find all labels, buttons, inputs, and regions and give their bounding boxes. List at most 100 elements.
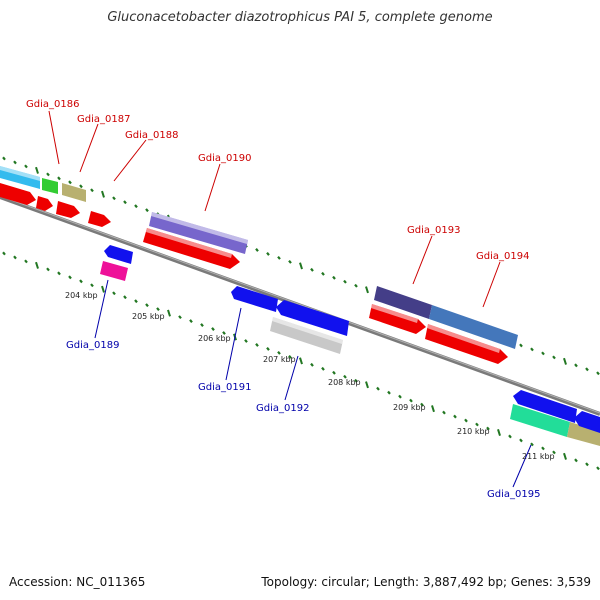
tick-mark-lower <box>563 452 567 460</box>
tick-mark-upper <box>354 283 358 288</box>
tick-mark-lower <box>354 378 358 383</box>
tick-mark-lower <box>398 394 402 399</box>
tick-mark-upper <box>79 184 83 189</box>
tick-mark-lower <box>486 426 490 431</box>
cog-bar-green[interactable] <box>42 178 58 194</box>
tick-mark-lower <box>101 285 105 293</box>
forward-gene-labels: Gdia_0186 Gdia_0187 Gdia_0188 Gdia_0190 … <box>26 99 529 262</box>
tick-mark-upper <box>343 279 347 284</box>
tick-mark-lower <box>596 466 600 471</box>
tick-mark-lower <box>255 343 259 347</box>
tick-mark-lower <box>376 386 380 391</box>
tick-mark-lower <box>541 446 545 451</box>
label-gdia-0189[interactable]: Gdia_0189 <box>66 340 119 351</box>
tick-mark-lower <box>585 462 589 467</box>
reverse-gene-labels: Gdia_0189 Gdia_0191 Gdia_0192 Gdia_0195 <box>66 340 540 500</box>
tick-mark-lower <box>321 366 325 371</box>
tick-mark-lower <box>299 357 303 365</box>
scale-label-208: 208 kbp <box>328 378 361 387</box>
bar-shading <box>0 166 500 353</box>
scale-label-205: 205 kbp <box>132 312 165 321</box>
tick-mark-upper <box>134 204 138 209</box>
tick-mark-lower <box>2 251 6 256</box>
cog-bar-teal[interactable] <box>510 404 570 437</box>
tick-mark-lower <box>332 370 336 375</box>
tick-mark-lower <box>420 402 424 407</box>
tick-mark-lower <box>35 261 39 269</box>
tick-mark-upper <box>101 190 105 198</box>
tick-mark-upper <box>35 166 39 174</box>
cog-bar-steelblue[interactable] <box>429 305 518 349</box>
tick-mark-lower <box>497 428 501 436</box>
label-gdia-0188[interactable]: Gdia_0188 <box>125 130 178 141</box>
scale-label-210: 210 kbp <box>457 427 490 436</box>
tick-mark-upper <box>68 180 72 185</box>
tick-mark-lower <box>310 362 314 367</box>
scale-labels: 204 kbp 205 kbp 206 kbp 207 kbp 208 kbp … <box>65 291 555 461</box>
gene-arrow-gdia-0195[interactable] <box>513 390 577 423</box>
tick-mark-lower <box>178 315 182 320</box>
tick-mark-upper <box>365 286 369 294</box>
tick-mark-lower <box>112 291 116 296</box>
gene-arrow-gdia-0191[interactable] <box>231 286 278 312</box>
label-gdia-0191[interactable]: Gdia_0191 <box>198 382 251 393</box>
gene-arrow-gdia-0186[interactable] <box>0 183 36 205</box>
tick-mark-lower <box>46 267 50 272</box>
tick-mark-lower <box>519 438 523 443</box>
gene-arrow-gdia-0196[interactable] <box>574 411 600 433</box>
tick-mark-lower <box>288 354 292 359</box>
tick-mark-upper <box>596 371 600 376</box>
tick-mark-lower <box>266 347 270 351</box>
label-gdia-0194[interactable]: Gdia_0194 <box>476 251 529 262</box>
tick-mark-upper <box>266 252 270 256</box>
tick-mark-lower <box>211 327 215 331</box>
label-gdia-0190[interactable]: Gdia_0190 <box>198 153 251 164</box>
tick-mark-upper <box>299 262 303 270</box>
cog-bar-khaki[interactable] <box>62 183 86 202</box>
gene-arrow-gdia-0189b[interactable] <box>88 211 111 227</box>
tick-mark-upper <box>123 200 127 205</box>
cog-bar-olive[interactable] <box>567 422 600 446</box>
gene-arrow-gdia-0192[interactable] <box>276 300 349 336</box>
cog-bar-darkslate[interactable] <box>374 286 432 319</box>
label-gdia-0193[interactable]: Gdia_0193 <box>407 225 460 236</box>
tick-mark-lower <box>530 442 534 447</box>
tick-mark-upper <box>519 343 523 348</box>
gene-arrow-gdia-0187[interactable] <box>36 196 53 211</box>
tick-row-lower <box>2 251 600 471</box>
label-gdia-0187[interactable]: Gdia_0187 <box>77 114 130 125</box>
tick-mark-lower <box>464 418 468 423</box>
tick-mark-lower <box>145 303 149 308</box>
tick-mark-upper <box>255 248 259 252</box>
forward-gene-arrows <box>0 183 508 364</box>
scale-label-209: 209 kbp <box>393 403 426 412</box>
tick-mark-lower <box>222 331 226 335</box>
tick-mark-upper <box>541 351 545 356</box>
tick-mark-lower <box>13 255 17 260</box>
tick-mark-lower <box>167 309 171 317</box>
tick-mark-lower <box>134 299 138 304</box>
tick-mark-lower <box>57 271 61 276</box>
tick-mark-upper <box>310 267 314 272</box>
label-gdia-0195[interactable]: Gdia_0195 <box>487 489 540 500</box>
tick-mark-lower <box>24 259 28 264</box>
scale-label-204: 204 kbp <box>65 291 98 300</box>
tick-mark-lower <box>343 374 347 379</box>
tick-mark-upper <box>112 196 116 201</box>
tick-mark-lower <box>552 450 556 455</box>
label-gdia-0186[interactable]: Gdia_0186 <box>26 99 79 110</box>
tick-mark-lower <box>409 398 413 403</box>
gene-arrow-gdia-0189[interactable] <box>104 245 133 264</box>
tick-mark-upper <box>46 172 50 177</box>
scale-label-207: 207 kbp <box>263 355 296 364</box>
tick-mark-lower <box>277 351 281 355</box>
tick-mark-upper <box>321 271 325 276</box>
tick-mark-lower <box>365 381 369 389</box>
tick-mark-upper <box>57 176 61 181</box>
scale-label-211: 211 kbp <box>522 452 555 461</box>
label-gdia-0192[interactable]: Gdia_0192 <box>256 403 309 414</box>
tick-mark-lower <box>79 279 83 284</box>
gene-arrow-gdia-0189-pink[interactable] <box>100 261 128 281</box>
gene-arrow-gdia-0188[interactable] <box>56 201 80 218</box>
